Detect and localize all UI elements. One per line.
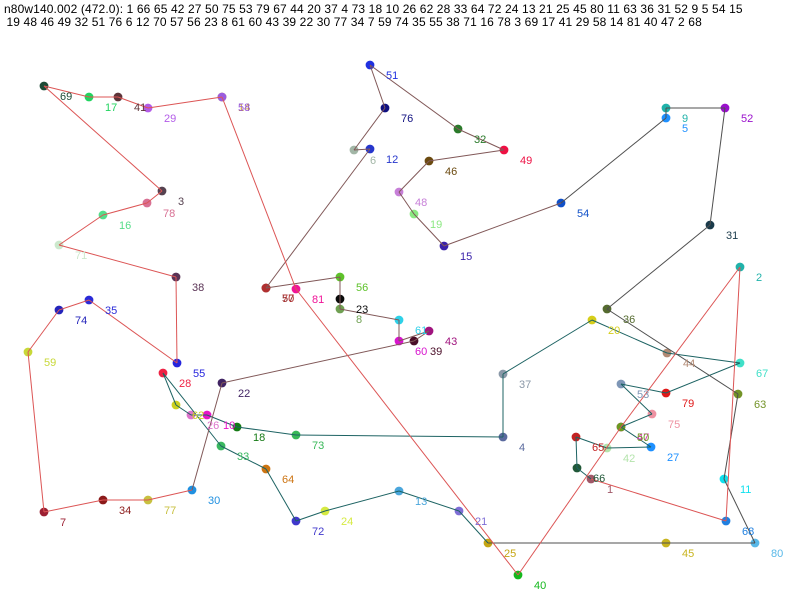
svg-text:15: 15 (460, 251, 472, 263)
svg-text:73: 73 (312, 440, 324, 452)
svg-text:2: 2 (756, 272, 762, 284)
svg-text:24: 24 (341, 516, 353, 528)
svg-text:19: 19 (430, 219, 442, 231)
svg-text:14: 14 (238, 102, 250, 114)
svg-text:13: 13 (415, 496, 427, 508)
svg-text:44: 44 (683, 358, 695, 370)
svg-text:76: 76 (401, 113, 413, 125)
svg-text:27: 27 (667, 452, 679, 464)
svg-text:12: 12 (386, 154, 398, 166)
svg-text:9: 9 (682, 113, 688, 125)
svg-text:63: 63 (754, 399, 766, 411)
svg-text:56: 56 (356, 282, 368, 294)
svg-text:72: 72 (312, 526, 324, 538)
svg-text:8: 8 (356, 314, 362, 326)
svg-text:42: 42 (623, 453, 635, 465)
svg-text:36: 36 (623, 314, 635, 326)
svg-text:35: 35 (105, 305, 117, 317)
svg-text:74: 74 (75, 315, 87, 327)
svg-text:21: 21 (475, 516, 487, 528)
svg-text:60: 60 (415, 346, 427, 358)
svg-text:66: 66 (593, 473, 605, 485)
svg-text:1: 1 (607, 484, 613, 496)
svg-text:48: 48 (415, 197, 427, 209)
svg-text:67: 67 (756, 368, 768, 380)
svg-text:55: 55 (193, 368, 205, 380)
svg-text:69: 69 (60, 91, 72, 103)
svg-text:38: 38 (192, 282, 204, 294)
svg-text:53: 53 (637, 389, 649, 401)
svg-text:11: 11 (740, 484, 751, 496)
svg-text:45: 45 (682, 548, 694, 560)
svg-text:52: 52 (741, 113, 753, 125)
svg-text:33: 33 (237, 451, 249, 463)
svg-text:25: 25 (504, 548, 516, 560)
svg-text:6: 6 (370, 155, 376, 167)
svg-text:43: 43 (445, 336, 457, 348)
svg-text:18: 18 (253, 432, 265, 444)
svg-text:57: 57 (282, 293, 294, 305)
svg-text:17: 17 (105, 102, 117, 114)
svg-text:51: 51 (386, 70, 398, 82)
svg-text:77: 77 (164, 505, 176, 517)
svg-text:23: 23 (356, 304, 368, 316)
svg-text:20: 20 (608, 325, 620, 337)
svg-text:5: 5 (682, 123, 688, 135)
svg-text:32: 32 (474, 134, 486, 146)
svg-text:70: 70 (282, 293, 294, 305)
svg-text:62: 62 (192, 410, 204, 422)
svg-text:40: 40 (534, 580, 546, 592)
svg-text:10: 10 (223, 420, 235, 432)
svg-text:26: 26 (207, 420, 219, 432)
svg-text:3: 3 (178, 196, 184, 208)
svg-text:29: 29 (164, 113, 176, 125)
svg-text:31: 31 (726, 230, 738, 242)
svg-text:64: 64 (282, 474, 294, 486)
svg-text:16: 16 (119, 220, 131, 232)
svg-text:65: 65 (592, 442, 604, 454)
svg-text:78: 78 (163, 208, 175, 220)
svg-text:46: 46 (445, 166, 457, 178)
svg-text:30: 30 (208, 495, 220, 507)
svg-text:59: 59 (44, 357, 56, 369)
svg-text:80: 80 (771, 548, 783, 560)
svg-text:39: 39 (430, 346, 442, 358)
svg-text:54: 54 (577, 208, 589, 220)
svg-text:61: 61 (415, 325, 427, 337)
svg-text:81: 81 (312, 294, 324, 306)
svg-text:47: 47 (637, 432, 649, 444)
svg-text:4: 4 (519, 442, 525, 454)
svg-text:75: 75 (668, 419, 680, 431)
svg-text:71: 71 (75, 250, 87, 262)
svg-text:49: 49 (520, 155, 532, 167)
svg-text:22: 22 (238, 388, 250, 400)
svg-text:37: 37 (519, 379, 531, 391)
svg-text:7: 7 (60, 517, 66, 529)
svg-text:68: 68 (742, 526, 754, 538)
svg-text:28: 28 (179, 378, 191, 390)
svg-text:79: 79 (682, 398, 694, 410)
svg-text:34: 34 (119, 505, 131, 517)
svg-text:41: 41 (134, 102, 146, 114)
svg-text:58: 58 (238, 102, 250, 114)
svg-text:50: 50 (637, 432, 649, 444)
